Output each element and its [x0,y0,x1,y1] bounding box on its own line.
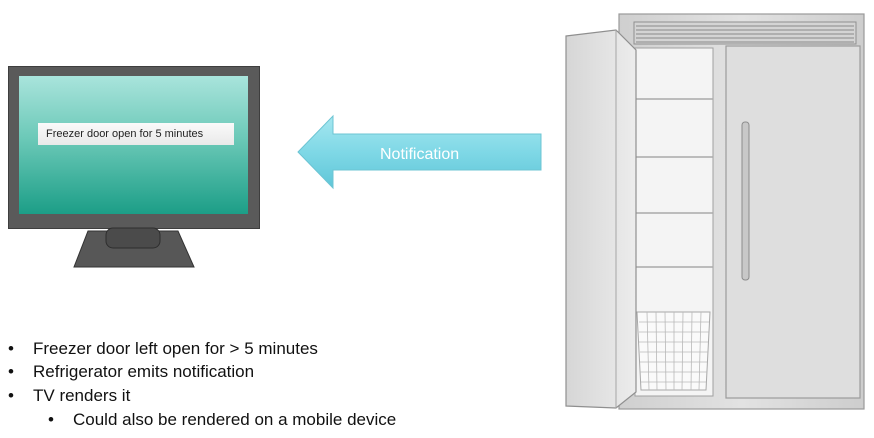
refrigerator [565,13,865,410]
tv-stand [73,227,195,268]
bullet-marker: • [8,386,14,405]
freezer-door-open[interactable] [565,29,637,409]
tv-stand-neck [105,227,161,249]
freezer-basket [636,311,711,391]
bullet-text: Could also be rendered on a mobile devic… [73,410,397,429]
bullet-text: Freezer door left open for > 5 minutes [33,339,318,358]
freezer-shelves [635,98,713,268]
fridge-vent-grille [633,21,857,45]
sub-bullet-item: • Could also be rendered on a mobile dev… [48,409,448,431]
bullet-text: TV renders it [33,386,131,405]
bullet-text: Refrigerator emits notification [33,362,255,381]
fridge-door-handle[interactable] [741,121,750,281]
bullet-item: • Refrigerator emits notification [8,361,368,383]
arrow-label: Notification [380,146,460,163]
tv-notification-popup[interactable]: Freezer door open for 5 minutes [38,123,234,145]
bullet-marker: • [48,410,54,429]
tv-screen [19,76,248,214]
bullet-marker: • [8,339,14,358]
notification-arrow [297,114,542,190]
bullet-marker: • [8,362,14,381]
bullet-item: • Freezer door left open for > 5 minutes [8,338,368,360]
bullet-item: • TV renders it [8,385,368,407]
